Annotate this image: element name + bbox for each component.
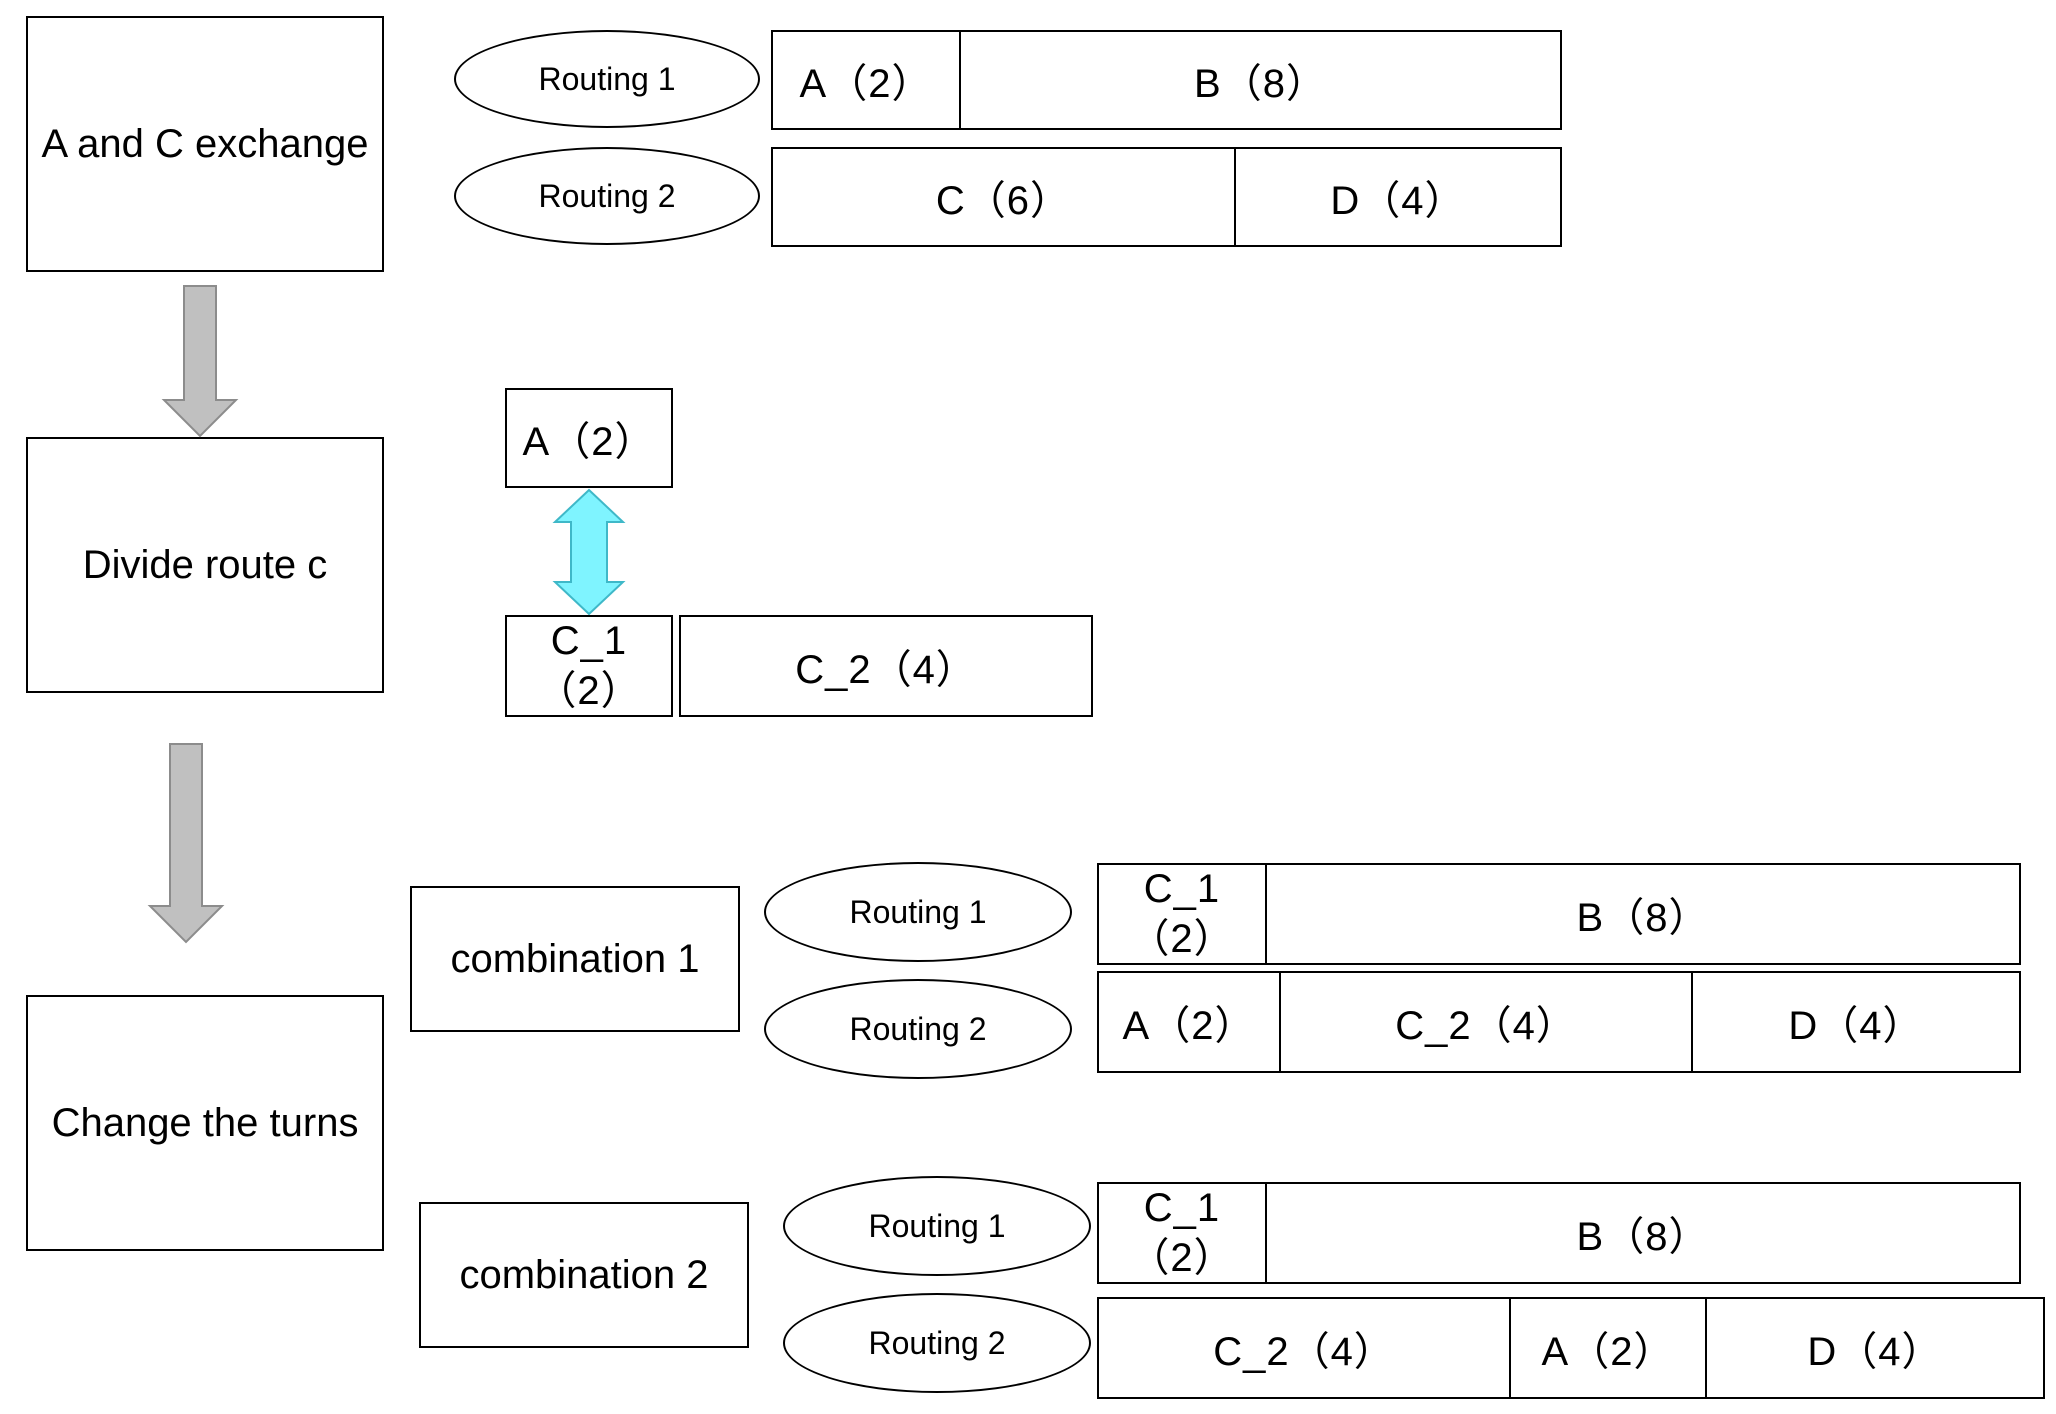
routing-2-ellipse: Routing 2 [764, 979, 1072, 1079]
route-segment-c: C（6） [771, 147, 1236, 247]
route-segment-a: A（2） [1509, 1297, 1707, 1399]
route-segment-c2: C_2（4） [1097, 1297, 1511, 1399]
step-label: A and C exchange [41, 121, 369, 166]
step-divide-route-c: Divide route c [26, 437, 384, 693]
route-segment-a: A（2） [771, 30, 961, 130]
route-segment-d: D（4） [1691, 971, 2021, 1073]
route-segment-b: B（8） [1265, 1182, 2021, 1284]
route-segment-d: D（4） [1705, 1297, 2045, 1399]
route-segment-b: B（8） [1265, 863, 2021, 965]
segment-c1-box: C_1 （2） [505, 615, 673, 717]
routing-1-ellipse: Routing 1 [454, 30, 760, 128]
route-segment-b: B（8） [959, 30, 1562, 130]
route-segment-d: D（4） [1234, 147, 1562, 247]
combination-2-label: combination 2 [419, 1202, 749, 1348]
combination-1-label: combination 1 [410, 886, 740, 1032]
segment-c2-box: C_2（4） [679, 615, 1093, 717]
routing-2-ellipse: Routing 2 [783, 1293, 1091, 1393]
step-a-and-c-exchange: A and C exchange [26, 16, 384, 272]
step-change-the-turns: Change the turns [26, 995, 384, 1251]
step-label: Change the turns [51, 1100, 359, 1145]
down-arrow-icon [147, 743, 225, 944]
route-segment-c1: C_1 （2） [1097, 1182, 1267, 1284]
route-segment-c2: C_2（4） [1279, 971, 1693, 1073]
down-arrow-icon [161, 285, 239, 438]
routing-2-ellipse: Routing 2 [454, 147, 760, 245]
swap-arrow-icon [552, 488, 626, 616]
routing-1-ellipse: Routing 1 [783, 1176, 1091, 1276]
routing-1-ellipse: Routing 1 [764, 862, 1072, 962]
segment-a-box: A（2） [505, 388, 673, 488]
route-segment-a: A（2） [1097, 971, 1281, 1073]
route-segment-c1: C_1 （2） [1097, 863, 1267, 965]
step-label: Divide route c [82, 542, 328, 587]
